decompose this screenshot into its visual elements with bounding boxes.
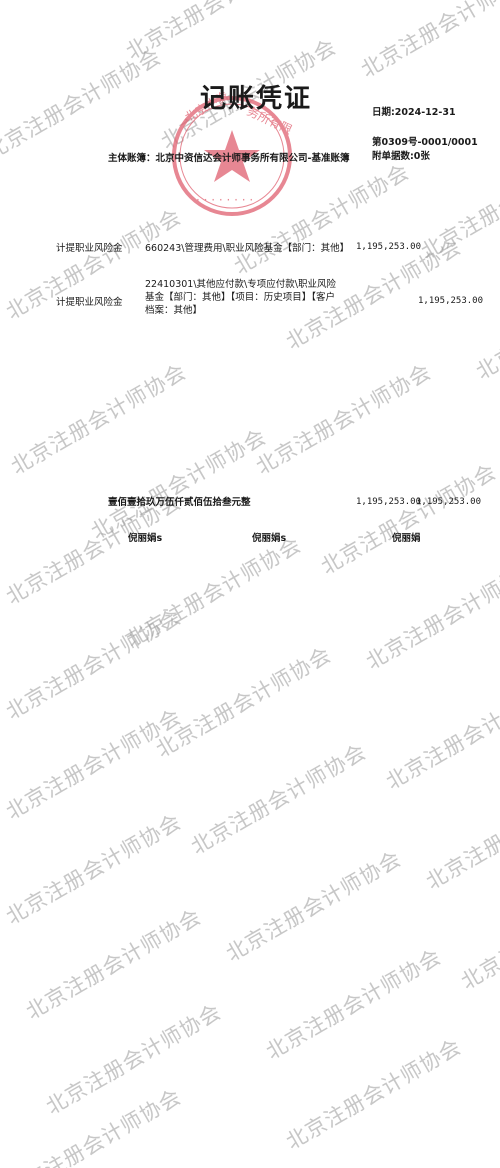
voucher-number: 第0309号-0001/0001 [372,137,478,148]
signature-reviewer: 倪丽娟s [252,533,287,544]
signature-poster: 倪丽娟 [392,533,421,544]
total-credit: 1,195,253.00 [416,497,482,507]
entry-summary: 计提职业风险金 [56,297,123,308]
voucher-title: 记账凭证 [200,84,313,114]
entry-account: 660243\管理费用\职业风险基金【部门：其他】 [145,243,350,254]
total-debit: 1,195,253.00 [356,497,422,507]
signature-preparer: 倪丽娟s [128,533,163,544]
voucher-date: 日期:2024-12-31 [372,107,456,118]
ledger-name: 主体账簿：北京中资信达会计师事务所有限公司-基准账簿 [108,153,350,164]
entry-summary: 计提职业风险金 [56,243,123,254]
amount-in-words: 壹佰壹拾玖万伍仟贰佰伍拾叁元整 [108,497,251,508]
seal-star-icon [204,130,260,182]
entry-account: 22410301\其他应付款\专项应付款\职业风险基金【部门：其他】【项目：历史… [145,279,336,316]
attachment-count: 附单据数:0张 [372,151,430,162]
entry-debit: 1,195,253.00 [356,242,422,252]
company-seal: 北京中资 务所有限 · · · · · · · · [172,92,295,216]
svg-text:· · · · · · · ·: · · · · · · · · [196,193,253,207]
entry-credit: 1,195,253.00 [418,296,484,306]
